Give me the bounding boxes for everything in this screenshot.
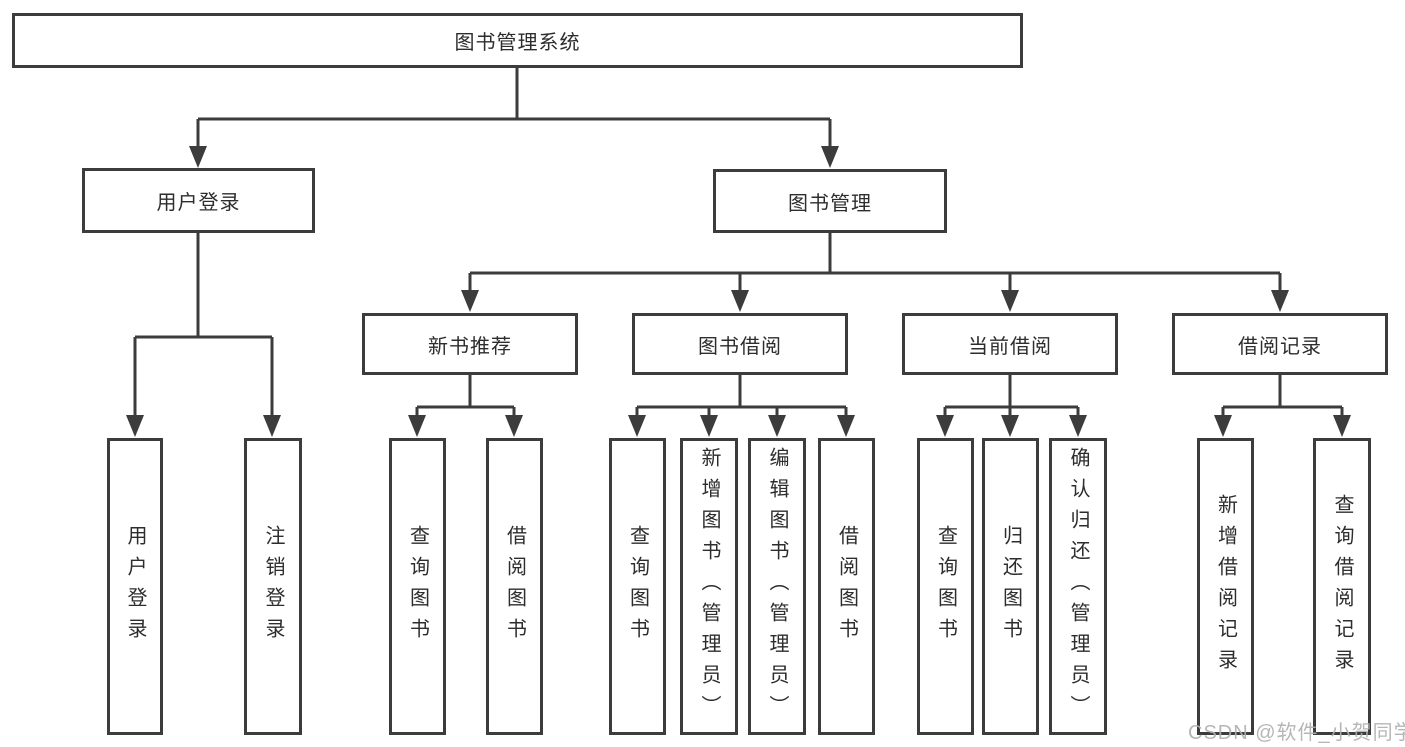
node-root: 图书管理系统 <box>12 13 1023 68</box>
node-cb-confirm-return-admin: 确认归还（管理员） <box>1049 438 1107 735</box>
node-book-borrow: 图书借阅 <box>632 313 848 375</box>
node-login: 用户登录 <box>107 438 163 735</box>
node-br-query-record-label: 查询借阅记录 <box>1331 493 1353 680</box>
node-nb-borrow-books-label: 借阅图书 <box>503 524 526 649</box>
node-user-login: 用户登录 <box>82 168 315 233</box>
node-new-book-recommend-label: 新书推荐 <box>428 335 512 358</box>
node-logout: 注销登录 <box>244 438 302 735</box>
node-borrow-records: 借阅记录 <box>1172 313 1388 375</box>
connector-user-login-children <box>126 233 281 437</box>
csdn-watermark: CSDN @软件_小贺同学 <box>1188 722 1405 744</box>
node-bb-add-books-admin: 新增图书（管理员） <box>680 438 738 735</box>
node-root-label: 图书管理系统 <box>454 32 581 54</box>
connector-new-book-recommend-children <box>408 375 523 437</box>
node-bb-borrow-books: 借阅图书 <box>818 438 875 735</box>
node-cb-return-books-label: 归还图书 <box>999 524 1022 649</box>
node-cb-query-books: 查询图书 <box>917 438 974 735</box>
node-current-borrow-label: 当前借阅 <box>968 335 1052 358</box>
node-cb-confirm-return-admin-label: 确认归还（管理员） <box>1067 447 1089 726</box>
node-book-borrow-label: 图书借阅 <box>698 335 782 358</box>
node-bb-query-books-label: 查询图书 <box>626 524 649 649</box>
connector-book-management-children <box>461 233 1289 312</box>
node-bb-borrow-books-label: 借阅图书 <box>835 524 858 649</box>
node-cb-query-books-label: 查询图书 <box>934 524 957 649</box>
node-borrow-records-label: 借阅记录 <box>1238 335 1322 358</box>
node-nb-query-books-label: 查询图书 <box>406 524 429 649</box>
node-bb-edit-books-admin-label: 编辑图书（管理员） <box>766 447 788 726</box>
connector-borrow-records-children <box>1214 375 1351 437</box>
node-br-add-record-label: 新增借阅记录 <box>1214 493 1237 680</box>
node-br-add-record: 新增借阅记录 <box>1197 438 1254 735</box>
node-new-book-recommend: 新书推荐 <box>362 313 578 375</box>
node-user-login-label: 用户登录 <box>156 192 241 214</box>
node-br-query-record: 查询借阅记录 <box>1313 438 1371 735</box>
connector-book-borrow-children <box>628 375 855 437</box>
node-book-management: 图书管理 <box>713 169 947 233</box>
node-book-management-label: 图书管理 <box>788 192 872 215</box>
node-current-borrow: 当前借阅 <box>902 313 1118 375</box>
node-logout-label: 注销登录 <box>262 524 284 649</box>
connector-root-to-level2 <box>189 68 839 168</box>
node-login-label: 用户登录 <box>124 524 146 649</box>
connector-current-borrow-children <box>936 375 1087 437</box>
node-nb-borrow-books: 借阅图书 <box>486 438 543 735</box>
node-nb-query-books: 查询图书 <box>389 438 446 735</box>
node-bb-query-books: 查询图书 <box>609 438 666 735</box>
node-cb-return-books: 归还图书 <box>982 438 1039 735</box>
node-bb-edit-books-admin: 编辑图书（管理员） <box>748 438 806 735</box>
node-bb-add-books-admin-label: 新增图书（管理员） <box>698 447 720 726</box>
